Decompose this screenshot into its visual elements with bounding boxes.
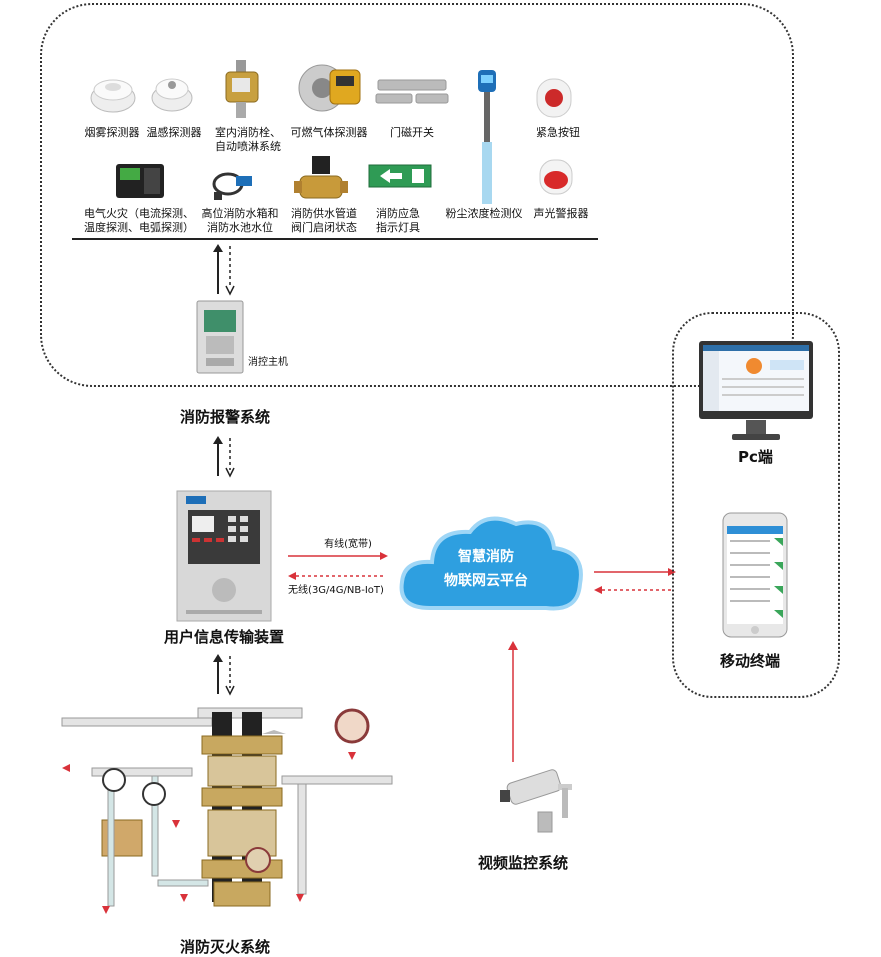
cloud-title-line2: 物联网云平台 [444,573,528,589]
emergency-button-icon [536,78,572,118]
bus-host-arrows [213,244,235,296]
host-label: 消控主机 [248,357,288,368]
alarm-system-frame [40,3,794,387]
sound-light-alarm-icon [539,159,573,195]
cloud-client-arrows [594,568,676,594]
mobile-label: 移动终端 [720,652,781,670]
alarm-system-title: 消防报警系统 [180,408,271,426]
sprinkler-valve-icon [225,60,259,118]
transmitter-icon [176,490,272,622]
heat-detector-icon [151,78,193,112]
pc-label: Pc端 [738,448,773,466]
sensor-label: 消防供水管道 阀门启闭状态 [291,207,357,234]
client-frame [672,312,840,698]
fire-control-host-icon [196,300,244,374]
sensor-label: 高位消防水箱和 消防水池水位 [201,207,279,234]
transmitter-label: 用户信息传输装置 [164,628,285,646]
sensor-label: 电气火灾（电流探测、 温度探测、电弧探测） [84,207,194,234]
cctv-label: 视频监控系统 [478,854,569,872]
alarm-transmitter-arrows [213,436,235,478]
cloud-platform-icon [399,516,583,611]
cloud-title-line1: 智慧消防 [458,549,514,565]
water-level-icon [212,172,252,200]
door-magnet-icon [375,79,449,104]
sensor-label: 紧急按钮 [536,126,580,139]
extinguishing-valve-assembly-icon [61,707,393,914]
electrical-fire-icon [116,164,164,198]
sensor-label: 声光警报器 [533,207,589,220]
mobile-phone-icon [722,512,788,638]
sensor-label: 温感探测器 [146,126,202,139]
sensor-label: 烟雾探测器 [84,126,140,139]
dust-meter-label: 粉尘浓度检测仪 [445,207,523,220]
sensor-label: 消防应急 指示灯具 [376,207,420,234]
gas-detector-icon [298,64,361,112]
sensor-bus-line [72,238,598,240]
extinguish-system-title: 消防灭火系统 [180,938,271,956]
dust-meter-icon [478,70,496,204]
transmitter-extinguish-arrows [213,654,235,696]
sensor-label: 室内消防栓、 自动喷淋系统 [215,126,281,153]
wired-link-label: 有线(宽带) [324,539,372,550]
smoke-detector-icon [90,79,136,113]
exit-sign-icon [368,164,432,188]
water-valve-icon [294,156,348,199]
sensor-label: 可燃气体探测器 [290,126,368,139]
pc-monitor-icon [699,341,813,440]
cloud-link-arrows [288,552,388,580]
cctv-camera-icon [500,769,572,833]
wireless-link-label: 无线(3G/4G/NB-IoT) [288,585,384,596]
cctv-cloud-arrow [508,641,518,762]
sensor-label: 门磁开关 [390,126,434,139]
